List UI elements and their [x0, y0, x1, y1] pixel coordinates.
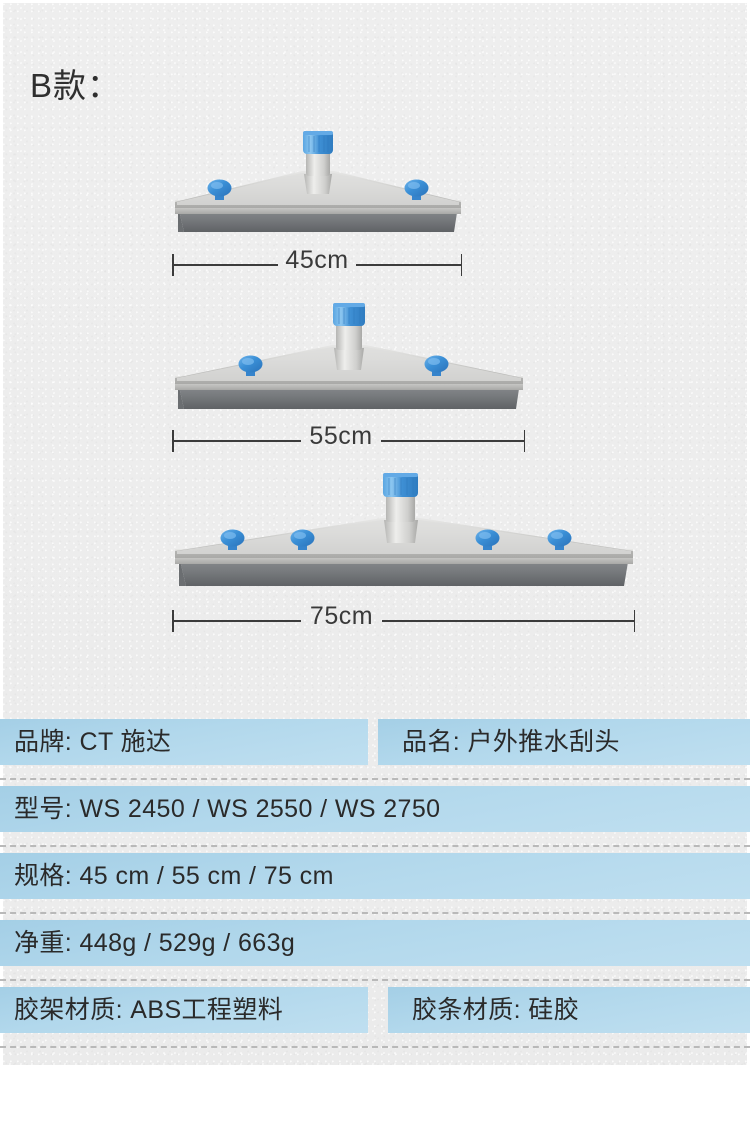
spec-row-brand-product: 品牌: CT 施达 品名: 户外推水刮头	[0, 713, 750, 780]
dimension-line-75cm: 75cm	[172, 602, 635, 638]
dimension-cap-right	[523, 430, 525, 452]
spec-separator	[0, 778, 750, 780]
squeegee-75cm-image	[175, 473, 633, 586]
dimension-rule-right	[381, 440, 524, 442]
spec-separator	[0, 912, 750, 914]
spec-row-net-weight: 净重: 448g / 529g / 663g	[0, 914, 750, 981]
knob	[475, 529, 500, 550]
knob	[238, 355, 263, 376]
knob	[404, 179, 429, 200]
spec-cell-blade-material: 胶条材质: 硅胶	[388, 987, 750, 1033]
product-block-45cm: 45cm	[172, 128, 464, 288]
spec-text-frame-material: 胶架材质: ABS工程塑料	[14, 996, 284, 1024]
spec-text-size: 规格: 45 cm / 55 cm / 75 cm	[14, 862, 334, 890]
page-title: B款：	[30, 67, 122, 104]
dimension-rule-left	[173, 440, 301, 442]
spec-cell-net-weight: 净重: 448g / 529g / 663g	[0, 920, 750, 966]
dimension-line-45cm: 45cm	[172, 246, 462, 282]
product-block-55cm: 55cm	[172, 300, 526, 465]
spec-cell-brand: 品牌: CT 施达	[0, 719, 368, 765]
dimension-rule-left	[173, 264, 278, 266]
dimension-cap-left	[172, 430, 174, 452]
dimension-cap-left	[172, 610, 174, 632]
spec-separator	[0, 979, 750, 981]
spec-separator	[0, 845, 750, 847]
knob	[547, 529, 572, 550]
spec-cell-product-name: 品名: 户外推水刮头	[378, 719, 750, 765]
dimension-line-55cm: 55cm	[172, 422, 525, 458]
spec-cell-size: 规格: 45 cm / 55 cm / 75 cm	[0, 853, 750, 899]
spec-separator	[0, 1046, 750, 1048]
squeegee-55cm-image	[175, 303, 523, 409]
dimension-rule-left	[173, 620, 301, 622]
dimension-label-45cm: 45cm	[285, 246, 349, 274]
dimension-rule-right	[356, 264, 461, 266]
spec-text-net-weight: 净重: 448g / 529g / 663g	[14, 929, 296, 957]
spec-text-product-name: 品名: 户外推水刮头	[402, 728, 620, 756]
spec-text-model: 型号: WS 2450 / WS 2550 / WS 2750	[14, 795, 441, 823]
dimension-label-55cm: 55cm	[309, 422, 373, 450]
dimension-cap-right	[633, 610, 635, 632]
knob	[220, 529, 245, 550]
spec-cell-frame-material: 胶架材质: ABS工程塑料	[0, 987, 368, 1033]
knob	[207, 179, 232, 200]
spec-table: 品牌: CT 施达 品名: 户外推水刮头 型号: WS 2450 / WS 25…	[0, 713, 750, 1048]
dimension-rule-right	[382, 620, 634, 622]
knob	[290, 529, 315, 550]
product-block-75cm: 75cm	[172, 470, 636, 645]
spec-cell-model: 型号: WS 2450 / WS 2550 / WS 2750	[0, 786, 750, 832]
dimension-label-75cm: 75cm	[309, 602, 374, 630]
spec-row-materials: 胶架材质: ABS工程塑料 胶条材质: 硅胶	[0, 981, 750, 1048]
knob	[424, 355, 449, 376]
spec-row-model: 型号: WS 2450 / WS 2550 / WS 2750	[0, 780, 750, 847]
spec-row-size: 规格: 45 cm / 55 cm / 75 cm	[0, 847, 750, 914]
dimension-cap-left	[172, 254, 174, 276]
dimension-cap-right	[460, 254, 462, 276]
spec-text-brand: 品牌: CT 施达	[14, 728, 172, 756]
squeegee-45cm-image	[175, 131, 461, 232]
spec-text-blade-material: 胶条材质: 硅胶	[412, 996, 580, 1024]
